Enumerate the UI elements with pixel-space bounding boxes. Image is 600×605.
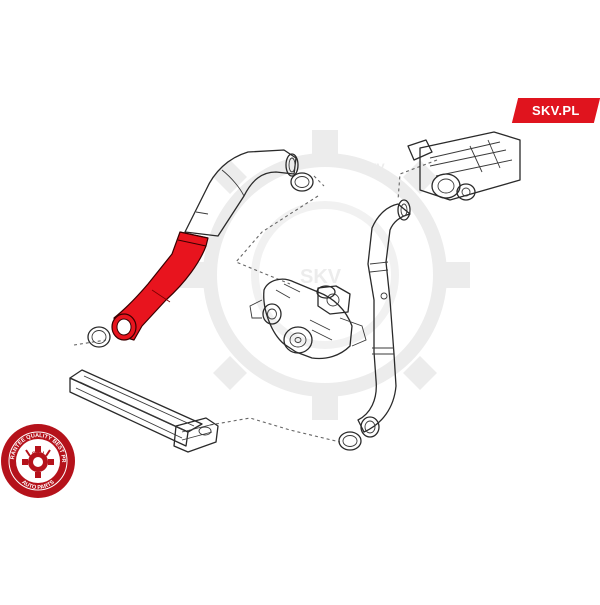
connection-lines <box>73 159 438 443</box>
skv-pl-badge: SKV.PL <box>511 98 600 123</box>
intake-manifold <box>407 131 521 201</box>
seal-bottom-text: AUTO PARTS <box>20 479 56 491</box>
seal-center-text: SKV <box>32 452 44 458</box>
svg-text:SKV: SKV <box>360 161 385 175</box>
right-hose <box>357 199 411 438</box>
o-ring-icon <box>290 172 314 192</box>
upper-hose-white-section <box>184 149 299 237</box>
highlighted-hose-part <box>111 231 209 341</box>
svg-text:AUTO PARTS: AUTO PARTS <box>20 479 56 491</box>
intercooler-icon <box>69 369 219 453</box>
seal-top-text: GUARANTEE QUALITY BEST PRICE <box>0 0 66 463</box>
o-ring-icon <box>87 326 111 348</box>
turbocharger-icon <box>249 278 367 360</box>
svg-text:SKV: SKV <box>300 266 342 288</box>
svg-text:GUARANTEE QUALITY BEST PRICE: GUARANTEE QUALITY BEST PRICE <box>0 0 66 463</box>
gear-watermark-icon: SKV SKV <box>180 130 470 420</box>
badge-text: SKV.PL <box>532 103 580 118</box>
skv-seal-logo: SKV GUARANTEE QUALITY BEST PRICE AUTO PA… <box>0 0 75 498</box>
o-ring-icon <box>338 431 362 451</box>
